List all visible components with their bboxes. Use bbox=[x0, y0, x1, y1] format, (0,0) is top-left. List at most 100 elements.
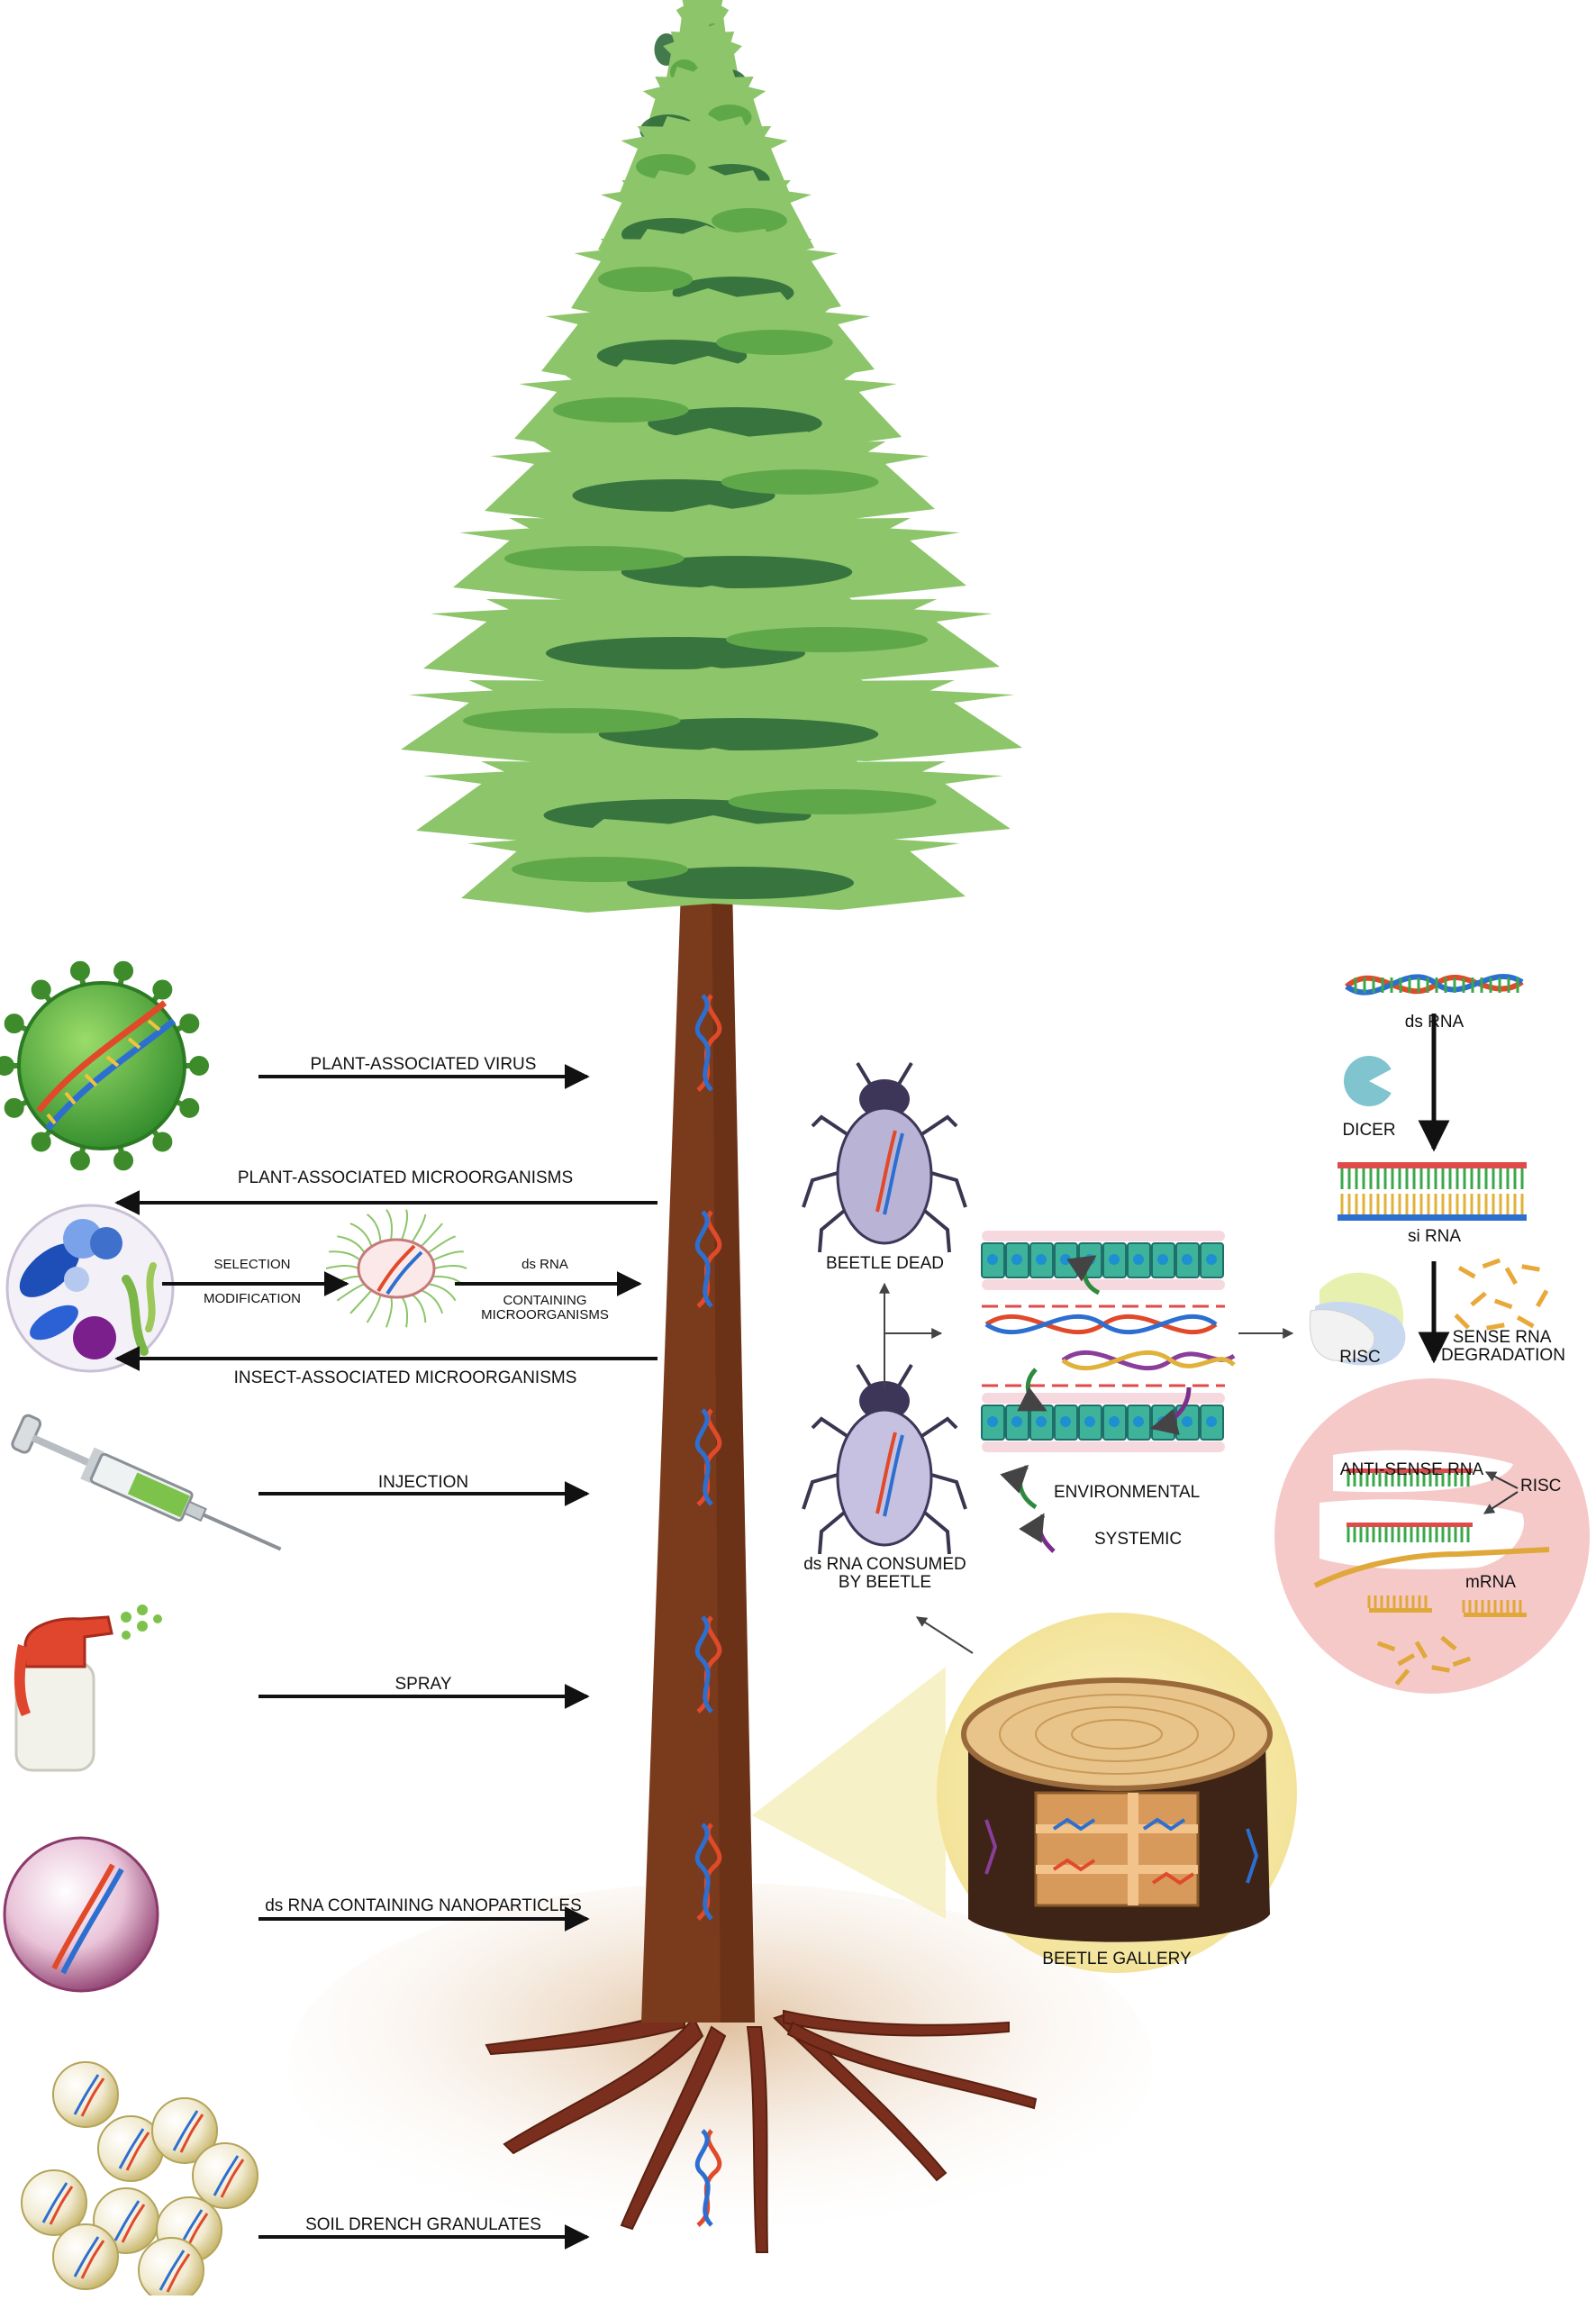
dna-icon bbox=[696, 994, 722, 1092]
dicer-icon bbox=[1344, 1056, 1396, 1106]
label-selection: SELECTION bbox=[213, 1257, 291, 1272]
sense-fragment bbox=[1454, 1313, 1471, 1330]
dna-icon bbox=[694, 1408, 713, 1506]
cell-nucleus bbox=[1182, 1416, 1192, 1427]
foliage-shadow bbox=[627, 867, 854, 899]
granule-dna bbox=[49, 2186, 74, 2225]
virus-spike-tip bbox=[69, 1150, 90, 1171]
flagellum bbox=[325, 1265, 359, 1269]
label-mrna: mRNA bbox=[1465, 1573, 1516, 1592]
virus-spike-tip bbox=[179, 1097, 200, 1118]
virus-icon bbox=[0, 960, 209, 1171]
beetle-consumed-icon bbox=[802, 1363, 967, 1555]
label-dsrna-consumed: ds RNA CONSUMED BY BEETLE bbox=[803, 1555, 966, 1592]
cell-nucleus bbox=[1206, 1416, 1217, 1427]
foliage-mid bbox=[726, 627, 928, 652]
flagellum bbox=[401, 1209, 409, 1241]
systemic-arrow-icon bbox=[1019, 1513, 1056, 1553]
foliage-mid bbox=[463, 708, 681, 733]
flagellum bbox=[329, 1250, 361, 1261]
flagellum bbox=[385, 1296, 393, 1328]
foliage-shadow bbox=[572, 479, 775, 512]
cell-nucleus bbox=[1011, 1254, 1022, 1265]
cell-nucleus bbox=[1060, 1254, 1071, 1265]
foliage-mid bbox=[728, 789, 937, 814]
label-plant-microorganisms: PLANT-ASSOCIATED MICROORGANISMS bbox=[237, 1168, 574, 1187]
cell-nucleus bbox=[1011, 1416, 1022, 1427]
foliage-mid bbox=[721, 469, 879, 495]
gut-membrane bbox=[982, 1441, 1225, 1452]
sense-fragment bbox=[1457, 1266, 1476, 1279]
mrna-strand bbox=[1369, 1608, 1432, 1613]
cell-nucleus bbox=[1182, 1254, 1192, 1265]
label-nanoparticles: ds RNA CONTAINING NANOPARTICLES bbox=[265, 1896, 582, 1915]
nanoparticle-icon bbox=[3, 1836, 159, 1993]
stump-icon bbox=[961, 1677, 1273, 1942]
label-dicer: DICER bbox=[1342, 1121, 1396, 1140]
granule-dna bbox=[179, 2114, 204, 2153]
flagellum bbox=[420, 1223, 443, 1248]
sirna-icon bbox=[1338, 1162, 1527, 1221]
gallery-callout bbox=[752, 1667, 946, 1919]
sense-fragment bbox=[1493, 1298, 1513, 1310]
cell-nucleus bbox=[1133, 1416, 1144, 1427]
foliage-mid bbox=[712, 208, 787, 233]
cell-nucleus bbox=[1109, 1416, 1120, 1427]
granule-dna bbox=[159, 2250, 186, 2291]
sense-fragment bbox=[1521, 1264, 1540, 1272]
flagellum bbox=[349, 1289, 373, 1314]
label-risc: RISC bbox=[1339, 1348, 1381, 1367]
mrna-fragment bbox=[1452, 1656, 1472, 1668]
virus-spike-tip bbox=[69, 960, 90, 981]
spray-bottle-icon bbox=[14, 1605, 162, 1772]
foliage-mid bbox=[716, 330, 833, 355]
microbe-cluster-icon bbox=[5, 1204, 175, 1373]
label-dsrna-microbe: ds RNA bbox=[521, 1257, 568, 1272]
flagellum bbox=[433, 1265, 467, 1269]
dna-icon bbox=[696, 1615, 722, 1714]
virus-spike-tip bbox=[152, 1132, 173, 1152]
virus-spike-tip bbox=[189, 1056, 209, 1076]
virus-spike-tip bbox=[31, 979, 51, 1000]
label-antisense: ANTI-SENSE RNA bbox=[1339, 1460, 1484, 1479]
label-sirna: si RNA bbox=[1407, 1227, 1462, 1246]
tree-foliage bbox=[401, 0, 1022, 913]
dna-icon bbox=[694, 1615, 713, 1714]
label-soil-drench: SOIL DRENCH GRANULATES bbox=[305, 2215, 541, 2234]
tree-roots bbox=[485, 2007, 1038, 2253]
dna-icon bbox=[696, 1408, 722, 1506]
mrna-fragment bbox=[1397, 1653, 1416, 1667]
virus-spike-tip bbox=[179, 1014, 200, 1034]
mrna-fragment bbox=[1440, 1635, 1457, 1651]
foliage-shadow bbox=[648, 407, 822, 440]
granule-dna bbox=[41, 2182, 68, 2223]
dna-icon bbox=[694, 2129, 713, 2227]
label-rnai-dsrna: ds RNA bbox=[1404, 1013, 1465, 1032]
beetle-flow-arrows bbox=[879, 1282, 1294, 1654]
dna-icon bbox=[696, 2129, 722, 2227]
cell-nucleus bbox=[1157, 1254, 1168, 1265]
granule-dna bbox=[118, 2128, 145, 2169]
dna-icon bbox=[694, 994, 713, 1092]
gut-membrane bbox=[982, 1279, 1225, 1290]
dna-icon bbox=[694, 1210, 713, 1308]
label-systemic: SYSTEMIC bbox=[1094, 1530, 1183, 1549]
foliage-mid bbox=[553, 397, 689, 423]
label-insect-microorganisms: INSECT-ASSOCIATED MICROORGANISMS bbox=[233, 1368, 577, 1387]
foliage-mid bbox=[636, 154, 696, 179]
flagellum bbox=[366, 1214, 382, 1242]
virus-spike-tip bbox=[0, 1056, 14, 1076]
granule-dna bbox=[80, 2240, 105, 2279]
flagellum bbox=[411, 1294, 427, 1323]
rnai-detail-circle bbox=[1274, 1378, 1590, 1694]
sense-fragment bbox=[1504, 1267, 1518, 1286]
flagellum bbox=[336, 1283, 366, 1302]
label-spray: SPRAY bbox=[394, 1675, 452, 1694]
flagellum bbox=[421, 1289, 444, 1314]
flagellum bbox=[349, 1223, 373, 1248]
trunk-shade bbox=[712, 838, 755, 2023]
mrna-fragment bbox=[1394, 1668, 1410, 1686]
trunk-dna-marks bbox=[694, 994, 722, 2227]
foliage-mid bbox=[598, 267, 693, 292]
label-risc-detail: RISC bbox=[1520, 1477, 1562, 1495]
